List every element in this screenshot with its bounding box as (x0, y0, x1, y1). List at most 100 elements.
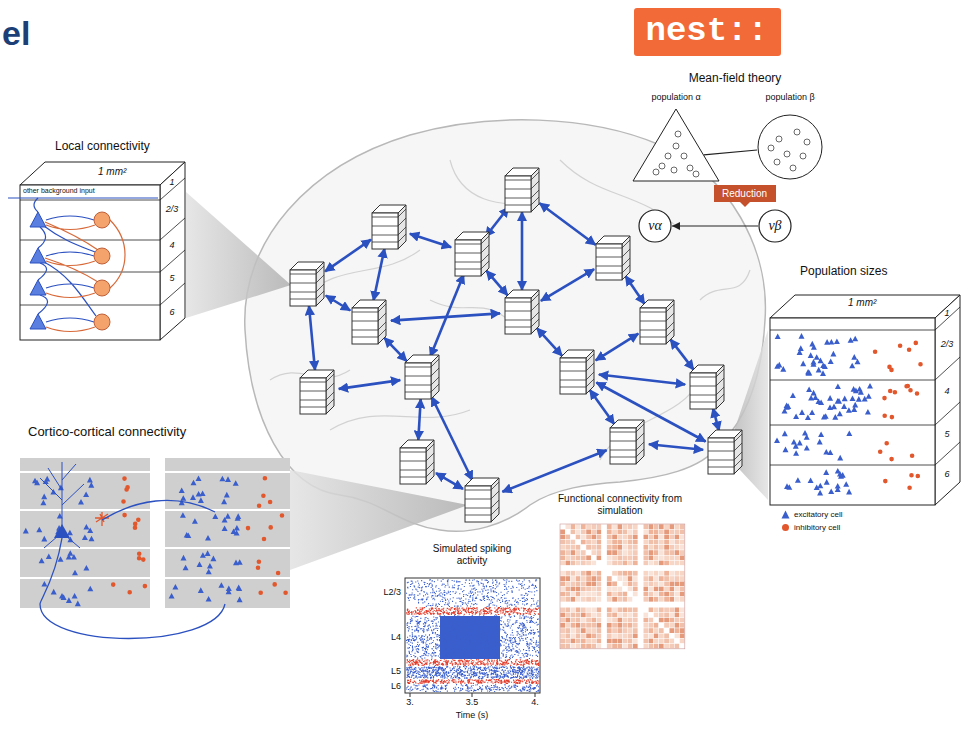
matrix-cell (570, 566, 575, 571)
matrix-cell (680, 571, 685, 576)
matrix-cell (591, 633, 596, 638)
matrix-cell (648, 602, 653, 607)
matrix-cell (669, 524, 674, 529)
matrix-cell (633, 612, 638, 617)
matrix-cell (680, 534, 685, 539)
zoom-wedge (290, 470, 468, 570)
inhibitory-cells (883, 473, 920, 490)
matrix-cell (659, 555, 664, 560)
tick-label: 3. (406, 697, 414, 707)
matrix-cell (586, 524, 591, 529)
inhibitory-cells (122, 513, 140, 530)
matrix-cell (643, 581, 648, 586)
circle-shape (759, 210, 791, 242)
matrix-cell (659, 644, 664, 649)
matrix-cell (680, 618, 685, 623)
matrix-cell (617, 555, 622, 560)
matrix-cell (669, 576, 674, 581)
matrix-cell (586, 586, 591, 591)
matrix-cell (633, 618, 638, 623)
matrix-cell (674, 638, 679, 643)
matrix-cell (654, 592, 659, 597)
matrix-cell (602, 545, 607, 550)
matrix-cell (664, 581, 669, 586)
spike-dots (406, 607, 539, 615)
matrix-cell (659, 586, 664, 591)
matrix-cell (633, 550, 638, 555)
matrix-cell (674, 545, 679, 550)
matrix-cell (570, 550, 575, 555)
matrix-cell (581, 545, 586, 550)
matrix-cell (674, 644, 679, 649)
matrix-cell (596, 592, 601, 597)
matrix-cell (638, 566, 643, 571)
matrix-cell (648, 586, 653, 591)
matrix-cell (576, 555, 581, 560)
matrix-cell (674, 633, 679, 638)
matrix-cell (576, 529, 581, 534)
matrix-cell (596, 529, 601, 534)
layer-number: 6 (169, 307, 174, 317)
layer-number: 2/3 (166, 204, 179, 214)
matrix-cell (628, 571, 633, 576)
matrix-cell (565, 571, 570, 576)
matrix-cell (602, 586, 607, 591)
matrix-cell (659, 633, 664, 638)
matrix-cell (586, 602, 591, 607)
matrix-cell (581, 560, 586, 565)
rate-label: νβ (768, 218, 781, 234)
matrix-cell (570, 571, 575, 576)
matrix-cell (570, 545, 575, 550)
matrix-cell (612, 612, 617, 617)
matrix-frame (560, 524, 685, 649)
matrix-cell (659, 592, 664, 597)
matrix-cell (596, 560, 601, 565)
area-arrow (436, 473, 463, 489)
matrix-cell (643, 545, 648, 550)
matrix-cell (560, 602, 565, 607)
excitatory-cells (23, 513, 95, 542)
matrix-cell (648, 540, 653, 545)
pyramidal-cell (54, 524, 70, 538)
matrix-cell (654, 597, 659, 602)
matrix-cell (602, 644, 607, 649)
neuron-dot (673, 143, 679, 149)
matrix-cell (622, 555, 627, 560)
matrix-cell (612, 618, 617, 623)
matrix-cell (638, 550, 643, 555)
matrix-cell (638, 586, 643, 591)
matrix-cell (680, 524, 685, 529)
matrix-cell (560, 524, 565, 529)
matrix-cell (638, 529, 643, 534)
matrix-cell (628, 555, 633, 560)
legend-triangle (782, 511, 790, 519)
matrix-cell (570, 597, 575, 602)
matrix-cell (622, 550, 627, 555)
neuron-dot (687, 165, 693, 171)
matrix-cell (659, 612, 664, 617)
cortex-panel (20, 458, 150, 608)
area-cube (300, 370, 334, 414)
matrix-cell (607, 576, 612, 581)
matrix-cell (643, 566, 648, 571)
matrix-cell (669, 534, 674, 539)
area-arrow (339, 380, 400, 389)
matrix-cell (648, 581, 653, 586)
matrix-cell (643, 576, 648, 581)
matrix-cell (633, 534, 638, 539)
axis-label: L6 (391, 681, 401, 691)
matrix-cell (581, 633, 586, 638)
matrix-cell (654, 529, 659, 534)
population-label: population β (765, 92, 814, 102)
matrix-cell (576, 644, 581, 649)
matrix-cell (659, 524, 664, 529)
matrix-cell (633, 576, 638, 581)
matrix-cell (612, 540, 617, 545)
population-label: population α (651, 92, 700, 102)
matrix-cell (565, 581, 570, 586)
matrix-cell (596, 597, 601, 602)
matrix-cell (664, 623, 669, 628)
area-cube (465, 478, 499, 522)
matrix-cell (628, 633, 633, 638)
matrix-cell (612, 560, 617, 565)
